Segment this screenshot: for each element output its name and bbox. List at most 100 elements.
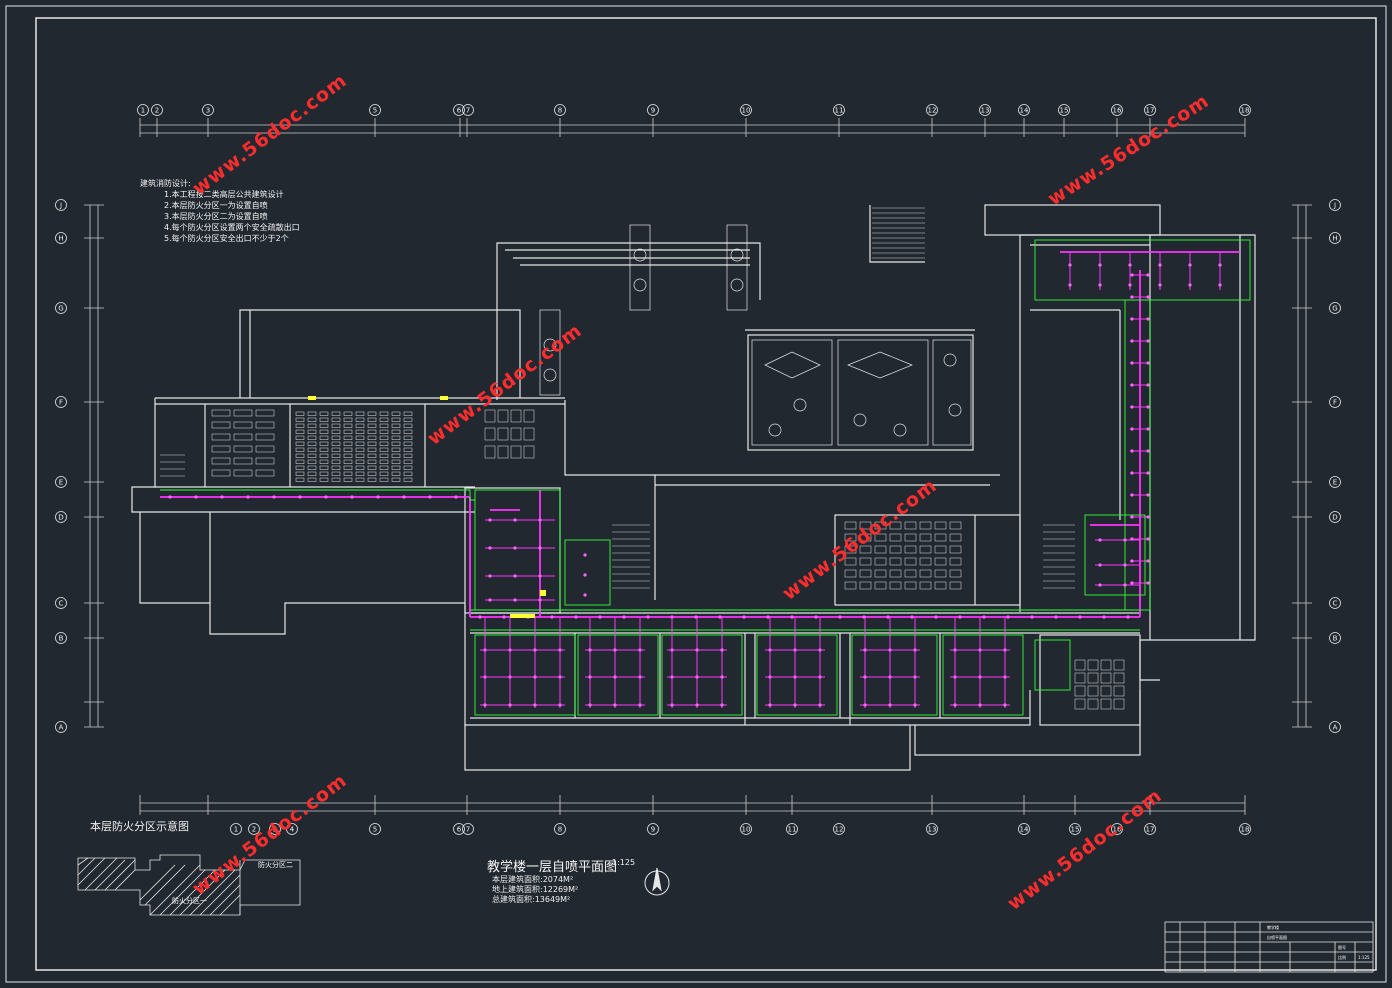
seat xyxy=(255,469,275,477)
sprinkler-head xyxy=(913,648,917,652)
sprinkler-head xyxy=(638,648,642,652)
axis-label: 7 xyxy=(466,826,470,834)
axis-label: G xyxy=(58,305,63,313)
axis-label: 8 xyxy=(558,107,562,115)
axis-bubble-top: 7 xyxy=(462,104,474,116)
sprinkler-head xyxy=(1218,263,1222,267)
sprinkler-head xyxy=(1078,615,1082,619)
toilet-stall xyxy=(523,427,535,441)
sprinkler-head xyxy=(1146,581,1150,585)
seat xyxy=(295,423,305,428)
sprinkler-head xyxy=(670,703,674,707)
sprinkler-head xyxy=(508,703,512,707)
seat xyxy=(343,465,353,470)
sprinkler-head xyxy=(583,553,587,557)
desk xyxy=(949,533,962,542)
title-block-project: 教学楼 xyxy=(1267,925,1279,930)
sprinkler-head xyxy=(768,675,772,679)
axis-label: 18 xyxy=(1241,107,1250,115)
seat xyxy=(343,411,353,416)
seat xyxy=(319,411,329,416)
seat xyxy=(307,423,317,428)
seat xyxy=(233,445,253,453)
seat xyxy=(211,409,231,417)
seat xyxy=(343,429,353,434)
axis-label: C xyxy=(59,600,64,608)
sprinkler-head xyxy=(646,615,650,619)
sprinkler-head xyxy=(598,615,602,619)
sprinkler-head xyxy=(953,675,957,679)
sprinkler-head xyxy=(513,574,517,578)
axis-label: A xyxy=(1333,724,1338,732)
axis-bubble-bottom: 1 xyxy=(230,823,242,835)
fire-zone-label-2: 防火分区二 xyxy=(258,860,293,869)
axis-bubble-top: 3 xyxy=(202,104,214,116)
axis-label: 1 xyxy=(141,107,145,115)
sprinkler-head xyxy=(220,495,224,499)
axis-label: 15 xyxy=(1060,107,1069,115)
desk xyxy=(904,569,917,578)
desk xyxy=(859,545,872,554)
toilet-stall xyxy=(1087,659,1099,671)
seat xyxy=(331,453,341,458)
sprinkler-head xyxy=(953,648,957,652)
seat xyxy=(355,465,365,470)
axis-label: 8 xyxy=(558,826,562,834)
axis-bubble-top: 6 xyxy=(453,104,465,116)
sprinkler-head xyxy=(513,546,517,550)
top-dimension xyxy=(139,118,1246,137)
desk xyxy=(904,545,917,554)
sprinkler-head xyxy=(838,615,842,619)
seat xyxy=(355,447,365,452)
axis-bubble-left: E xyxy=(55,476,67,488)
axis-label: C xyxy=(1333,600,1338,608)
sprinkler-head xyxy=(350,495,354,499)
toilet-stall xyxy=(1100,685,1112,697)
seat xyxy=(307,465,317,470)
sprinkler-head xyxy=(1098,563,1102,567)
sprinkler-head xyxy=(863,648,867,652)
seat xyxy=(367,429,377,434)
desk xyxy=(934,581,947,590)
sprinkler-head xyxy=(694,615,698,619)
desk xyxy=(934,545,947,554)
axis-bubble-right: J xyxy=(1329,199,1341,211)
building-walls xyxy=(131,204,1256,771)
desk xyxy=(919,557,932,566)
sprinkler-head xyxy=(953,703,957,707)
axis-bubble-right: C xyxy=(1329,597,1341,609)
desk xyxy=(874,569,887,578)
toilet-stall xyxy=(1100,672,1112,684)
desk xyxy=(844,521,857,530)
desk xyxy=(919,521,932,530)
axis-bubble-bottom: 17 xyxy=(1144,823,1156,835)
sprinkler-head xyxy=(1123,538,1127,542)
sprinkler-head xyxy=(1123,583,1127,587)
sprinkler-head xyxy=(793,703,797,707)
axis-label: J xyxy=(59,202,62,210)
axis-bubble-bottom: 8 xyxy=(554,823,566,835)
sprinkler-head xyxy=(588,703,592,707)
seat xyxy=(367,411,377,416)
sprinkler-head xyxy=(588,675,592,679)
axis-label: 3 xyxy=(206,107,210,115)
axis-label: F xyxy=(59,399,63,407)
sprinkler-head xyxy=(793,675,797,679)
seat xyxy=(367,417,377,422)
seat xyxy=(295,447,305,452)
area-line: 总建筑面积:13649M² xyxy=(492,895,571,904)
sprinkler-head xyxy=(1146,559,1150,563)
axis-label: 12 xyxy=(835,826,844,834)
sprinkler-head xyxy=(1146,317,1150,321)
axis-bubble-right: H xyxy=(1329,232,1341,244)
desk xyxy=(949,545,962,554)
axis-bubble-left: H xyxy=(55,232,67,244)
title-block-number-label: 图号 xyxy=(1338,945,1346,950)
toilet-stall xyxy=(510,409,522,423)
sprinkler-head xyxy=(478,615,482,619)
seat xyxy=(307,471,317,476)
seat xyxy=(391,453,401,458)
sprinkler-head xyxy=(978,648,982,652)
axis-bubble-top: 12 xyxy=(926,104,938,116)
